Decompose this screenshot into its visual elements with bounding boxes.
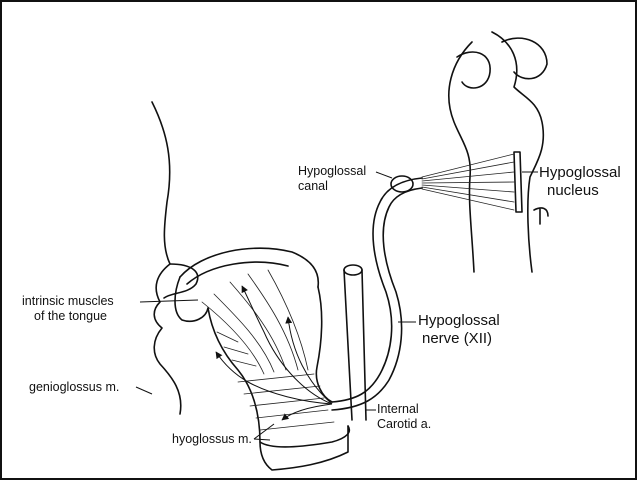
nerve-branch-arrows xyxy=(216,286,332,420)
leader-hyo-2 xyxy=(254,439,270,440)
label-intrinsic-muscles: intrinsic muscles of the tongue xyxy=(22,294,114,324)
hypoglossal-canal-ring xyxy=(391,176,413,192)
lips-outline xyxy=(164,264,198,298)
label-hypoglossal-nerve: Hypoglossal nerve (XII) xyxy=(418,312,500,348)
tongue-dorsum xyxy=(180,248,318,287)
tongue-back xyxy=(316,287,332,402)
tongue-tip xyxy=(175,277,208,321)
label-hyoglossus: hyoglossus m. xyxy=(172,432,252,447)
nucleus-fibers xyxy=(422,154,514,210)
nucleus-small-mark xyxy=(534,208,548,224)
label-hypoglossal-nucleus: Hypoglossal nucleus xyxy=(539,164,621,200)
muscle-striations xyxy=(202,270,334,430)
label-hypoglossal-canal: Hypoglossal canal xyxy=(298,164,366,194)
leader-intrinsic xyxy=(140,300,198,302)
brainstem-curl xyxy=(457,52,490,88)
leader-hyp-canal xyxy=(376,172,392,178)
label-genioglossus: genioglossus m. xyxy=(29,380,119,395)
label-internal-carotid: Internal Carotid a. xyxy=(377,402,431,432)
face-profile-outline xyxy=(152,102,181,414)
hyoid-outline xyxy=(260,426,348,470)
tongue-dorsum-inner xyxy=(187,262,288,284)
leader-hyo-1 xyxy=(254,424,274,439)
carotid-top-opening xyxy=(344,265,362,275)
nucleus-bundle xyxy=(514,152,522,212)
brainstem-upper-lobe xyxy=(502,38,547,79)
brainstem-outline-left xyxy=(449,42,474,272)
leader-genio xyxy=(136,387,152,394)
